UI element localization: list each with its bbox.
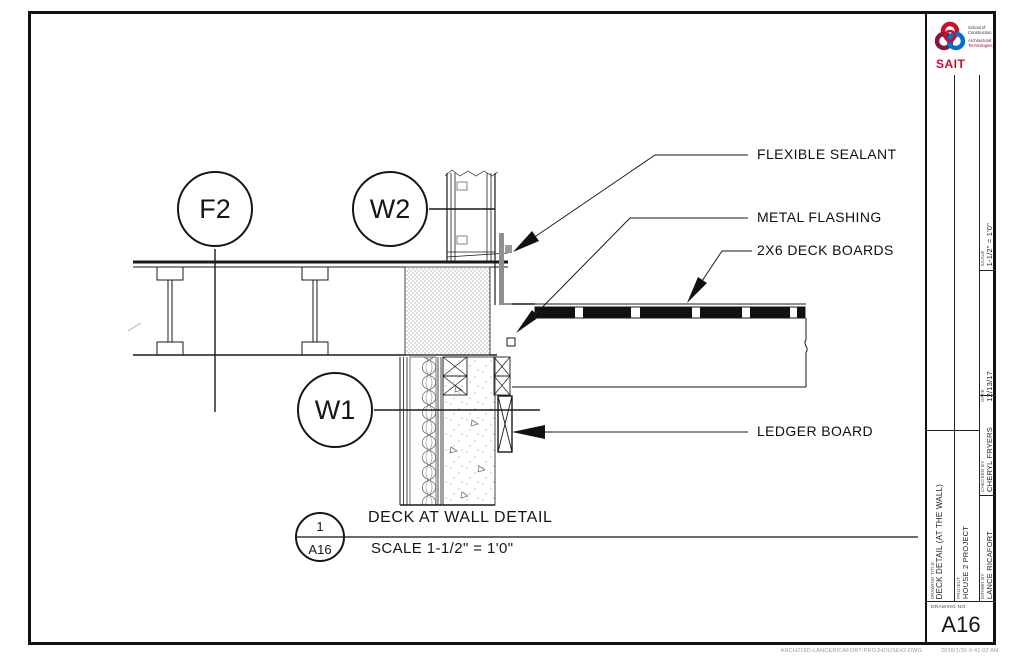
tblock-divider <box>979 75 980 601</box>
label-ledger-board: LEDGER BOARD <box>757 423 874 439</box>
deck-structure <box>512 303 808 388</box>
tblock-project-cell: PROJECT HOUSE 2 PROJECT <box>956 526 970 599</box>
footer-file-name: ARCH215D-LANCERICAFORT-PROJHOUSE#2.DWG <box>780 648 922 654</box>
callout-floor-F2: F2 <box>177 171 253 247</box>
tblock-checked-cell: CHECKED BY CHERYL FRYERS <box>980 427 994 492</box>
floor-structure <box>127 260 508 356</box>
drawing-no-value: A16 <box>941 612 981 637</box>
tblock-drawn-cell: DRAWN BY LANCE RICAFORT <box>980 531 994 599</box>
checked-by-value: CHERYL FRYERS <box>985 427 994 492</box>
footer-print-timestamp: 2018/1/30 6:41:02 AM <box>941 648 999 654</box>
tblock-divider <box>954 75 955 601</box>
callout-floor-label: F2 <box>199 193 231 224</box>
label-flexible-sealant: FLEXIBLE SEALANT <box>757 146 897 162</box>
callout-wall-W2: W2 <box>352 171 428 247</box>
tblock-title-cell: DRAWING TITLE DECK DETAIL (AT THE WALL) <box>930 484 944 599</box>
label-deck-boards: 2X6 DECK BOARDS <box>757 242 894 258</box>
drawing-number-box: DRAWING NO. A16 <box>927 601 995 642</box>
tblock-divider <box>927 430 979 431</box>
drawing-no-label: DRAWING NO. <box>931 605 968 610</box>
sait-logo-icon <box>935 21 965 51</box>
callout-wall-upper-label: W2 <box>369 193 411 224</box>
tblock-date-cell: DATE 12/13/17 <box>980 371 994 402</box>
sait-wordmark: SAIT <box>936 57 966 71</box>
tblock-divider <box>979 395 995 396</box>
detail-callout-bubble: 1 A16 <box>295 512 345 562</box>
sheet-border <box>28 11 996 645</box>
callout-leader-lines <box>214 208 540 412</box>
tblock-scale-cell: SCALE 1-1/2" = 1'0" <box>980 223 994 266</box>
label-metal-flashing: METAL FLASHING <box>757 209 882 225</box>
drawing-title-value: DECK DETAIL (AT THE WALL) <box>935 483 944 599</box>
tblock-divider <box>979 495 995 496</box>
scale-value: 1-1/2" = 1'0" <box>985 222 994 266</box>
school-line-1: School of Construction <box>968 25 992 35</box>
callout-wall-W1: W1 <box>297 372 373 448</box>
title-block: SAIT School of Construction Architectura… <box>925 14 995 642</box>
project-value: HOUSE 2 PROJECT <box>961 525 970 599</box>
detail-sheet: A16 <box>308 542 332 557</box>
detail-number: 1 <box>316 519 324 534</box>
date-value: 12/13/17 <box>985 371 994 402</box>
annotation-leaders <box>512 154 752 439</box>
detail-scale-note: SCALE 1-1/2" = 1'0" <box>371 540 514 557</box>
detail-title: DECK AT WALL DETAIL <box>368 509 553 526</box>
callout-wall-lower-label: W1 <box>314 394 356 425</box>
school-line-2: Architectural Technologies <box>968 38 993 48</box>
tblock-divider <box>979 270 995 271</box>
drawn-by-value: LANCE RICAFORT <box>985 530 994 599</box>
lower-wall <box>399 356 513 506</box>
sait-logo-box: SAIT School of Construction Architectura… <box>927 14 995 75</box>
